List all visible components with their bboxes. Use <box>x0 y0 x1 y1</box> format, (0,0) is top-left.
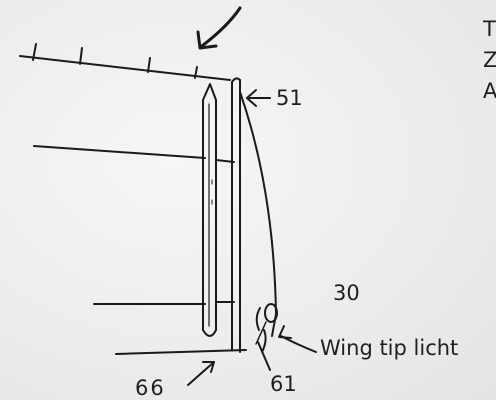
wing-tip-light-label: Wing tip licht <box>320 336 459 360</box>
cropped-side-text: T Z A <box>483 14 496 107</box>
tip-fairing-curve <box>239 91 277 337</box>
part-label-30: 30 <box>333 281 360 305</box>
rib-tick <box>194 66 198 79</box>
wing-tip-light <box>255 303 278 353</box>
part-label-61: 61 <box>270 372 297 396</box>
wing-top-edge <box>19 55 231 81</box>
pointer-arrow-icon <box>196 6 242 50</box>
end-plate <box>231 77 241 353</box>
leader-wing-tip-arrow-icon <box>278 325 317 353</box>
cropped-text-line: Z <box>483 48 496 72</box>
rib-tick <box>32 43 37 61</box>
rib-tick <box>79 47 83 65</box>
part-label-51: 51 <box>276 86 303 110</box>
leader-66-arrow-icon <box>187 361 215 386</box>
tip-tube <box>202 83 235 337</box>
cropped-text-line: T <box>483 17 496 41</box>
cropped-text-line: A <box>483 79 496 103</box>
rib-tick <box>147 57 151 73</box>
rib-line-upper <box>33 145 206 159</box>
leader-51-arrow-icon <box>246 89 271 107</box>
wing-bottom-edge <box>115 349 247 355</box>
leader-61 <box>257 341 271 371</box>
part-label-66: 66 <box>135 376 166 400</box>
